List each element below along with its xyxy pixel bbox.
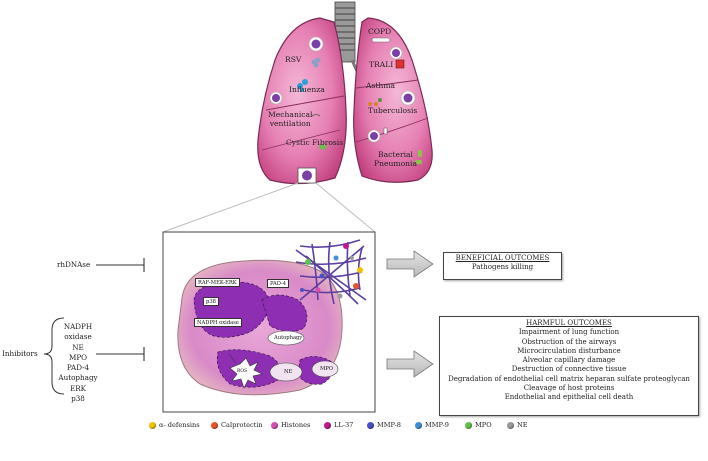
- autophagosome: [267, 330, 305, 346]
- inhibitor-item: ERK: [69, 383, 87, 393]
- label-mechanical-ventilation: Mechanical ventilation: [268, 110, 313, 128]
- label-influenza: Influenza: [289, 85, 325, 94]
- neutrophil-icons: [269, 36, 416, 184]
- legend-label: MMP-9: [425, 421, 450, 429]
- label-cystic-fibrosis: Cystic Fibrosis: [286, 138, 344, 147]
- left-lung: [257, 17, 347, 185]
- granule: [269, 362, 303, 382]
- harmful-outcome-item: Degradation of endothelial cell matrix h…: [448, 374, 690, 383]
- pathogen-icons: [297, 37, 422, 164]
- inhibitors-brace: [43, 317, 65, 395]
- harmful-outcomes-title: HARMFUL OUTCOMES: [526, 319, 612, 327]
- legend-label: Histones: [281, 421, 311, 429]
- harmful-outcome-item: Endothelial and epithelial cell death: [504, 393, 634, 402]
- beneficial-outcome-item: Pathogens killing: [471, 263, 534, 272]
- arrow-harmful: [386, 350, 434, 378]
- legend-label: MPO: [475, 421, 492, 429]
- legend-swatch: [367, 421, 374, 429]
- harmful-outcome-item: Obstruction of the airways: [521, 337, 617, 346]
- legend-label: LL-37: [334, 421, 354, 429]
- harmful-outcome-item: Microcirculation disturbance: [517, 346, 621, 355]
- label-ne: NE: [284, 368, 293, 375]
- inhibitor-item: NE: [72, 342, 84, 352]
- harmful-outcome-item: Destruction of connective tissue: [511, 365, 627, 374]
- zoom-lines: [162, 182, 376, 233]
- beneficial-outcomes-title: BENEFICIAL OUTCOMES: [455, 254, 550, 262]
- label-p38: p38: [203, 297, 219, 306]
- inhibitor-item: PAD-4: [66, 363, 90, 373]
- label-asthma: Asthma: [366, 81, 396, 90]
- rhdnase-inhibition: [96, 258, 145, 272]
- harmful-outcomes-box: HARMFUL OUTCOMES Impairment of lung func…: [439, 316, 699, 416]
- legend-item-mmp8: MMP-8: [367, 420, 401, 430]
- legend-item-mmp9: MMP-9: [415, 420, 449, 430]
- legend-swatch: [465, 421, 472, 429]
- label-tuberculosis: Tuberculosis: [368, 106, 418, 115]
- legend-swatch: [149, 421, 156, 429]
- legend-swatch: [271, 421, 278, 429]
- legend-item-mpo: MPO: [465, 420, 492, 430]
- net-proteins: [300, 243, 363, 299]
- ros-burst: [229, 357, 263, 389]
- inhibitor-item: NADPH oxidase: [63, 322, 93, 342]
- inhibitors-list: NADPH oxidase NE MPO PAD-4 Autophagy ERK…: [56, 322, 100, 404]
- legend-item-histones: Histones: [271, 420, 310, 430]
- inhibitor-item: Autophagy: [58, 373, 98, 383]
- label-inhibitors: Inhibitors: [2, 349, 38, 358]
- inhibitor-item: MPO: [68, 352, 88, 362]
- granule: [311, 360, 339, 378]
- legend-label: Calprotectin: [221, 421, 263, 429]
- harmful-outcome-item: Alveolar capillary damage: [522, 356, 616, 365]
- label-rsv: RSV: [285, 55, 302, 64]
- inhibitor-item: p38: [71, 394, 85, 404]
- label-bacterial-pneumonia: Bacterial Pneumonia: [374, 150, 418, 168]
- legend-swatch: [211, 421, 218, 429]
- label-ros: ROS: [237, 369, 248, 374]
- legend-swatch: [415, 421, 422, 429]
- label-nadph-oxidase: NADPH oxidase: [194, 318, 242, 327]
- beneficial-outcomes-box: BENEFICIAL OUTCOMES Pathogens killing: [443, 252, 562, 280]
- label-autophagy: Autophagy: [274, 334, 303, 341]
- legend-label: α- defensins: [159, 421, 200, 429]
- label-copd: COPD: [368, 27, 392, 36]
- label-rhdnase: rhDNAse: [57, 260, 91, 269]
- legend-label: NE: [517, 421, 528, 429]
- harmful-outcome-item: Impairment of lung function: [518, 328, 620, 337]
- net-fibres: [295, 239, 367, 305]
- legend-swatch: [507, 421, 514, 429]
- label-raf-mek-erk: RAF-MEK-ERK: [195, 278, 240, 287]
- legend-item-ne: NE: [507, 420, 528, 430]
- legend-item-ll37: LL-37: [324, 420, 353, 430]
- legend-item-calprotectin: Calprotectin: [211, 420, 263, 430]
- inhibitors-inhibition: [96, 347, 145, 361]
- arrow-beneficial: [386, 250, 434, 278]
- legend-item-alpha-defensins: α- defensins: [149, 420, 200, 430]
- harmful-outcome-item: Cleavage of host proteins: [523, 384, 615, 393]
- label-mpo: MPO: [320, 365, 334, 372]
- label-pad4: PAD-4: [267, 279, 290, 288]
- legend-label: MMP-8: [377, 421, 402, 429]
- label-trali: TRALI: [369, 60, 394, 69]
- legend-swatch: [324, 421, 331, 429]
